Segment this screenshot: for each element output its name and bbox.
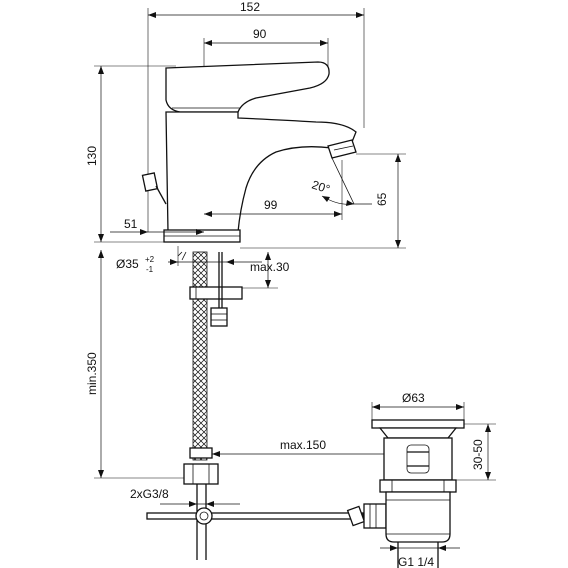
hose-length-label: min.350	[85, 352, 99, 395]
lever-length-label: 90	[253, 27, 267, 41]
deck-mounting: max.30	[177, 251, 290, 461]
dimension-body-offset: 51	[110, 217, 204, 235]
body-offset-label: 51	[124, 217, 138, 231]
dimension-spout-reach: 99	[204, 160, 343, 220]
spout-height-label: 65	[375, 192, 389, 206]
dimension-waste-range: 30-50	[456, 423, 496, 481]
connection-label: 2xG3/8	[130, 487, 169, 501]
waste-diameter-label: Ø63	[402, 391, 425, 405]
dimension-hole-diameter: Ø35 +2 -1	[116, 246, 262, 274]
dimension-overall-width: 152	[147, 0, 365, 232]
hole-tolerance-upper: +2	[145, 255, 155, 264]
pop-up-rod	[141, 172, 167, 205]
faucet-body	[163, 61, 357, 243]
hole-diameter-label: Ø35	[116, 257, 139, 271]
pop-up-linkage	[146, 505, 366, 527]
dimension-spout-height: 65	[240, 153, 406, 249]
dimension-waste-diameter: Ø63	[371, 391, 465, 420]
waste-range-label: 30-50	[471, 439, 485, 470]
dimension-waste-thread: G1 1/4	[380, 545, 460, 568]
dimension-spout-angle: 20°	[310, 157, 372, 206]
dimension-hose-length: min.350	[85, 250, 196, 479]
spout-reach-label: 99	[264, 198, 278, 212]
hole-tolerance-lower: -1	[146, 265, 154, 274]
waste-fitting	[363, 419, 465, 568]
overall-width-label: 152	[240, 0, 260, 14]
waste-distance-label: max.150	[280, 438, 326, 452]
hose-connection: 2xG3/8	[130, 447, 240, 560]
dimension-lever-length: 90	[203, 27, 329, 222]
spout-angle-label: 20°	[310, 177, 332, 196]
waste-thread-label: G1 1/4	[398, 555, 434, 568]
overall-height-label: 130	[85, 146, 99, 166]
dimension-overall-height: 130	[85, 65, 176, 243]
deck-thickness-label: max.30	[250, 260, 290, 274]
